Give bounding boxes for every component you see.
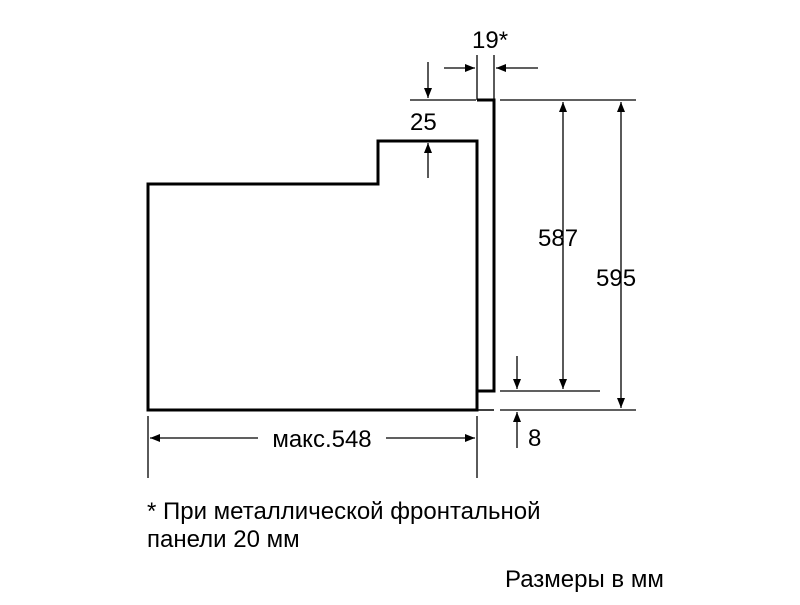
dim-total-height-label: 595 bbox=[596, 265, 636, 292]
footnote-line-1: * При металлической фронтальной bbox=[147, 498, 541, 525]
dim-depth-label: макс.548 bbox=[272, 426, 371, 453]
dim-gap-top-label: 19* bbox=[472, 27, 508, 54]
units-note: Размеры в мм bbox=[505, 566, 664, 593]
dim-step-label: 25 bbox=[410, 109, 437, 136]
dim-bottom-offset-label: 8 bbox=[528, 425, 541, 452]
oven-body-outline bbox=[146, 139, 479, 412]
front-panel-outline bbox=[477, 98, 496, 393]
dim-front-height-label: 587 bbox=[538, 225, 578, 252]
footnote-line-2: панели 20 мм bbox=[147, 526, 300, 553]
